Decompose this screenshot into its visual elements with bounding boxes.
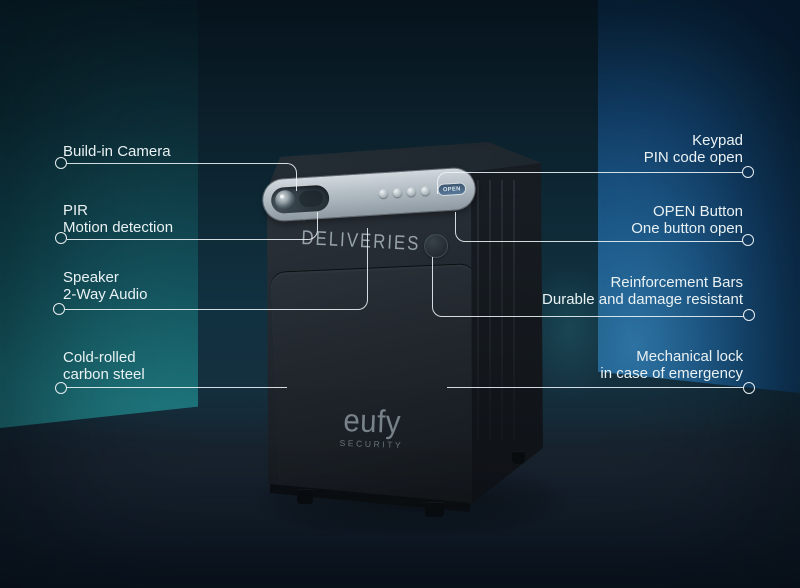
- callout-mechanical-lock: Mechanical lock in case of emergency: [600, 348, 743, 382]
- callout-speaker: Speaker 2-Way Audio: [63, 269, 148, 303]
- keypad-button: [406, 187, 417, 197]
- callout-ring: [55, 157, 67, 169]
- keypad-button: [392, 187, 403, 198]
- leader-line-lock: [447, 387, 743, 388]
- callout-keypad: Keypad PIN code open: [643, 132, 743, 166]
- callout-steel: Cold-rolled carbon steel: [63, 349, 145, 383]
- eufy-logo: eufy: [342, 402, 402, 440]
- callout-ring: [55, 382, 67, 394]
- box-foot: [425, 502, 444, 517]
- callout-ring: [53, 303, 65, 315]
- reinforcement-bar-ridge: [489, 180, 491, 442]
- leader-line-keypad: [437, 172, 743, 194]
- leader-line-steel: [67, 387, 287, 388]
- blue-wall-panel: [598, 0, 800, 393]
- reinforcement-bar-ridge: [501, 180, 503, 442]
- leader-line-camera: [67, 163, 297, 191]
- camera-lens-icon: [274, 189, 296, 211]
- box-foot: [297, 489, 313, 504]
- leader-line-pir: [67, 212, 318, 240]
- leader-line-open: [455, 212, 743, 242]
- reinforcement-bar-ridge: [477, 180, 479, 442]
- reinforcement-bar-ridge: [513, 180, 515, 442]
- callout-ring: [742, 234, 754, 246]
- speaker-hole: [303, 219, 305, 221]
- brand-logo: eufy SECURITY: [321, 402, 422, 450]
- callout-open-button: OPEN Button One button open: [631, 203, 743, 237]
- keypad-button: [378, 188, 389, 199]
- keypad-button: [420, 186, 431, 196]
- callout-ring: [55, 232, 67, 244]
- callout-ring: [742, 166, 754, 178]
- callout-pir: PIR Motion detection: [63, 202, 174, 236]
- leader-line-reinforcement: [432, 257, 744, 317]
- callout-built-in-camera: Build-in Camera: [63, 143, 171, 160]
- callout-ring: [743, 382, 755, 394]
- lens-glint: [279, 193, 285, 199]
- pir-sensor: [298, 189, 324, 207]
- leader-line-speaker: [65, 228, 368, 310]
- teal-wall-panel: [0, 0, 198, 428]
- callout-reinforcement-bars: Reinforcement Bars Durable and damage re…: [542, 274, 743, 308]
- box-foot: [512, 451, 525, 464]
- keypad: [378, 186, 431, 199]
- lock-keyhole: [424, 234, 448, 258]
- callout-ring: [743, 309, 755, 321]
